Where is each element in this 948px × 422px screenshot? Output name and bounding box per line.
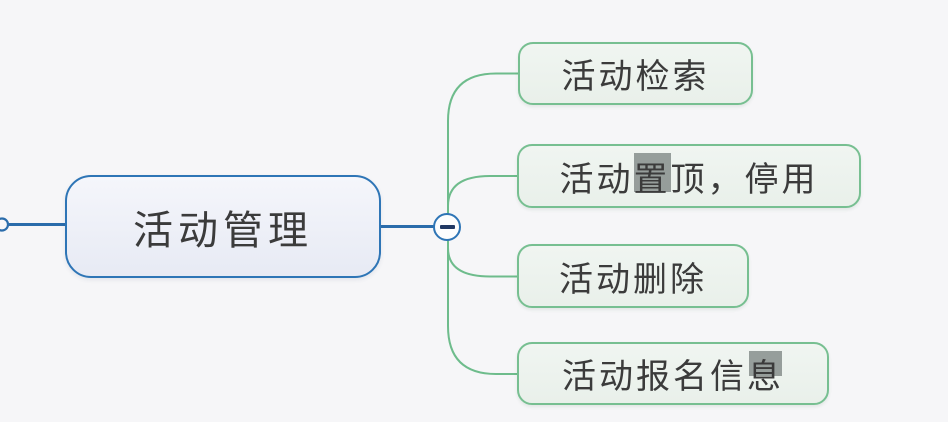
subtopic-label: 活动检索 — [561, 58, 710, 96]
subtopic-node-activity-registration-info[interactable]: 活动报名信息 — [517, 342, 829, 405]
subtopic-node-activity-delete[interactable]: 活动删除 — [517, 244, 749, 308]
subtopic-node-activity-pin-disable[interactable]: 活动置顶，停用 — [517, 144, 861, 208]
subtopic-node-activity-search[interactable]: 活动检索 — [518, 42, 753, 105]
root-topic-label: 活动管理 — [133, 208, 313, 253]
branch-curve-subtopic-2 — [447, 175, 518, 207]
subtopic-label-part-highlighted: 置 — [633, 151, 671, 201]
subtopic-label-part: 顶，停用 — [670, 160, 819, 199]
subtopic-label-part: 活动 — [559, 160, 634, 199]
root-topic-node[interactable]: 活动管理 — [65, 175, 381, 278]
subtopic-label-part: 活动报名信 — [562, 358, 747, 396]
branch-curve-subtopic-3 — [447, 247, 518, 278]
subtopic-label: 活动删除 — [559, 260, 707, 299]
collapse-button[interactable] — [433, 213, 461, 241]
subtopic-label-part-highlighted: 息 — [747, 349, 784, 398]
left-anchor-circle — [0, 217, 10, 232]
minus-icon — [439, 224, 455, 230]
